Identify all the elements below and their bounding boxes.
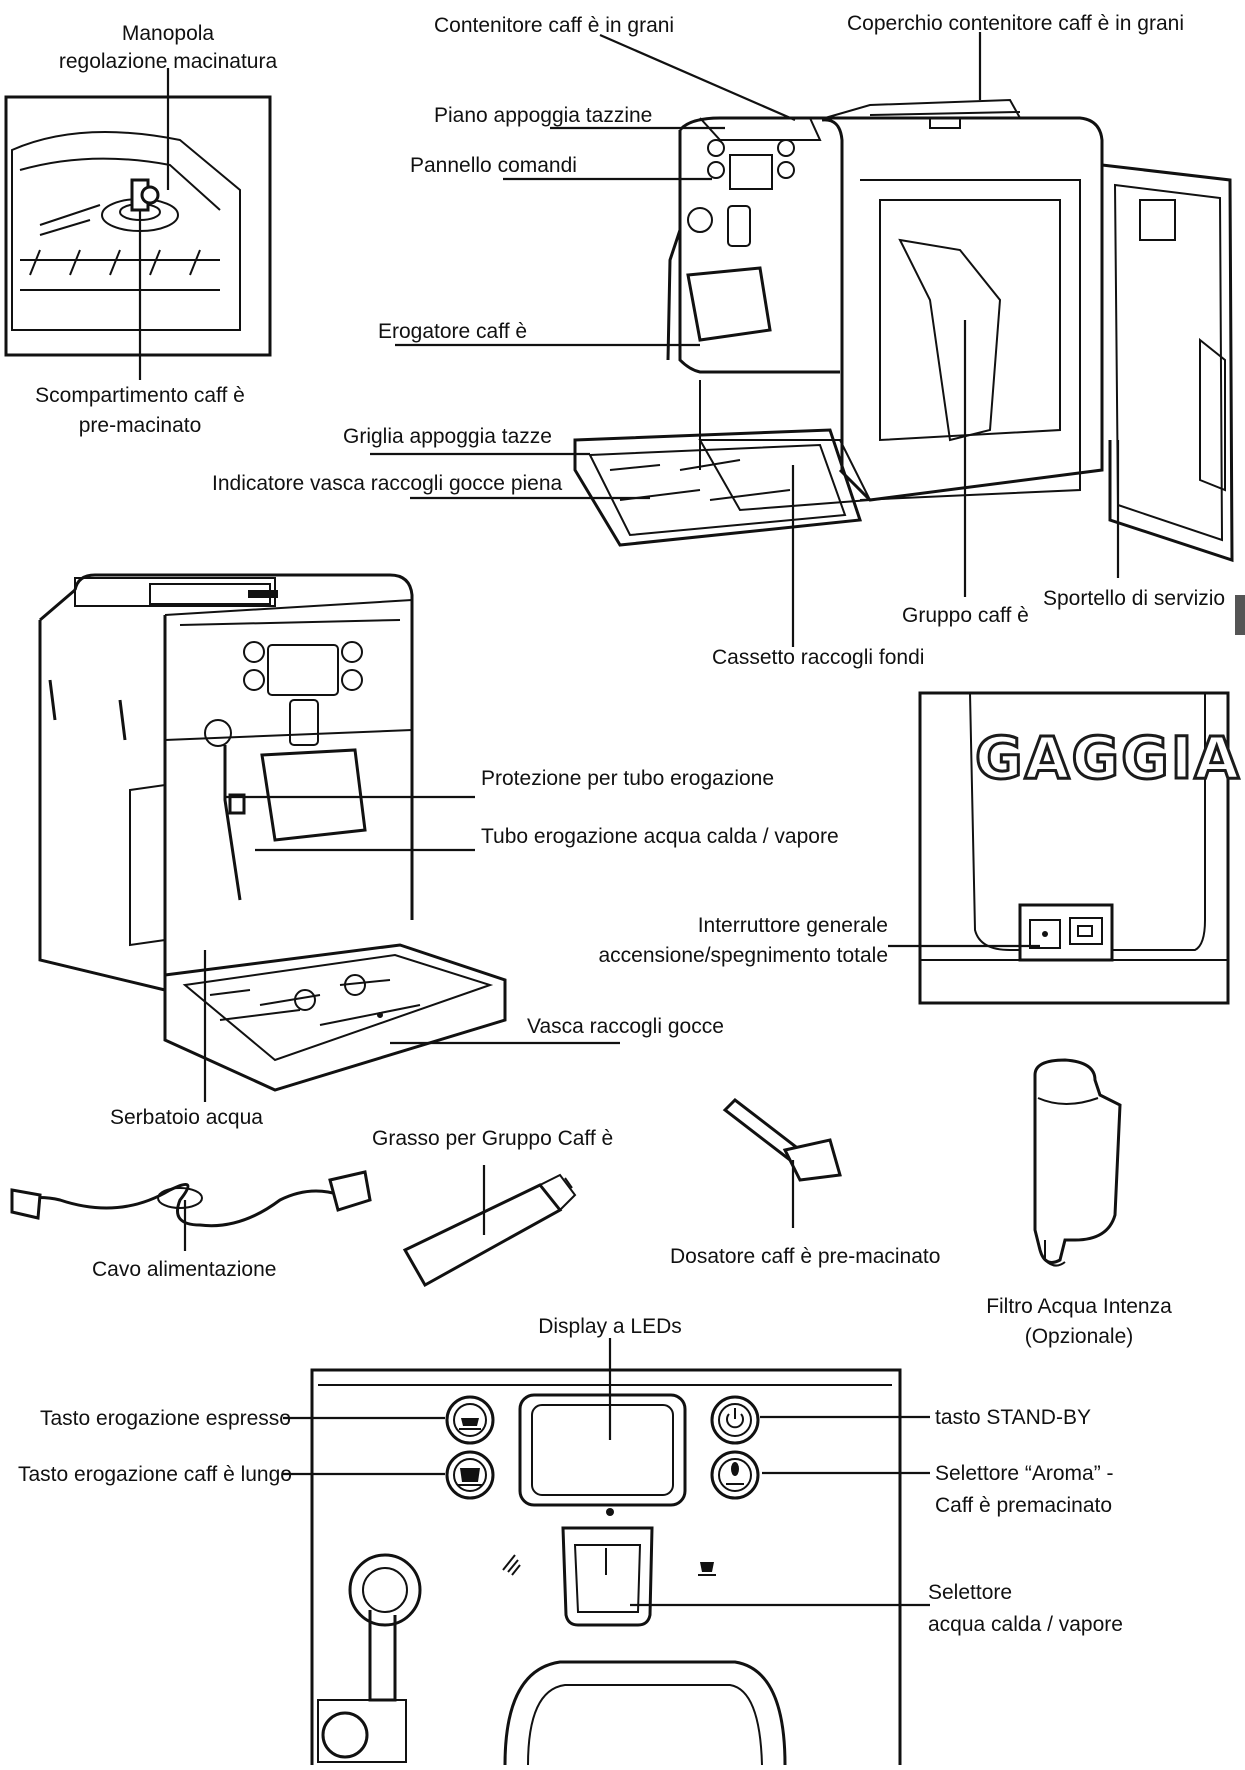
label-manopola-line1: Manopola — [122, 22, 215, 45]
hot-water-steam-selector[interactable] — [575, 1545, 640, 1612]
power-cable — [10, 1170, 372, 1228]
label-protezione: Protezione per tubo erogazione — [481, 767, 774, 790]
label-standby: tasto STAND-BY — [935, 1406, 1091, 1429]
espresso-button[interactable] — [445, 1395, 495, 1445]
label-lungo: Tasto erogazione caff è lungo — [18, 1463, 292, 1486]
page-tab-marker — [1235, 595, 1245, 635]
label-espresso: Tasto erogazione espresso — [40, 1407, 291, 1430]
label-pannello: Pannello comandi — [410, 154, 577, 177]
label-piano: Piano appoggia tazzine — [434, 104, 652, 127]
long-coffee-cup-icon — [458, 1468, 482, 1486]
label-erogatore: Erogatore caff è — [378, 320, 527, 343]
label-tubo: Tubo erogazione acqua calda / vapore — [481, 825, 839, 848]
aroma-bean-icon — [726, 1462, 744, 1485]
label-filtro-line1: Filtro Acqua Intenza — [986, 1295, 1172, 1318]
label-selettore-line2: acqua calda / vapore — [928, 1613, 1123, 1636]
label-selettore-line1: Selettore — [928, 1581, 1012, 1604]
label-vasca: Vasca raccogli gocce — [527, 1015, 724, 1038]
power-icon — [726, 1408, 744, 1429]
machine-front-view — [38, 573, 507, 1092]
label-contenitore: Contenitore caff è in grani — [434, 14, 674, 37]
label-scompartimento-line1: Scompartimento caff è — [35, 384, 245, 407]
grease-tube — [402, 1173, 577, 1288]
water-filter — [1033, 1058, 1122, 1267]
label-sportello: Sportello di servizio — [1043, 587, 1225, 610]
label-interruttore-line2: accensione/spegnimento totale — [598, 944, 888, 967]
label-grasso: Grasso per Gruppo Caff è — [372, 1127, 613, 1150]
label-dosatore: Dosatore caff è pre-macinato — [670, 1245, 940, 1268]
control-panel-detail — [310, 1368, 902, 1766]
brand-logo: GAGGIA — [975, 724, 1241, 792]
label-cassetto: Cassetto raccogli fondi — [712, 646, 924, 669]
espresso-cup-icon — [459, 1418, 481, 1430]
long-coffee-button[interactable] — [445, 1450, 495, 1500]
label-manopola-line2: regolazione macinatura — [59, 50, 278, 73]
label-scompartimento-line2: pre-macinato — [79, 414, 202, 437]
label-display: Display a LEDs — [538, 1315, 682, 1338]
standby-button[interactable] — [710, 1395, 760, 1445]
grinder-knob-icon — [140, 185, 160, 205]
label-aroma-line2: Caff è premacinato — [935, 1494, 1112, 1517]
grinder-inset — [4, 95, 272, 357]
aroma-button[interactable] — [710, 1450, 760, 1500]
steam-icon — [502, 1554, 521, 1576]
leader-lines — [138, 32, 1120, 1607]
label-interruttore-line1: Interruttore generale — [698, 914, 888, 937]
label-indicatore: Indicatore vasca raccogli gocce piena — [212, 472, 563, 495]
hot-water-icon — [698, 1562, 716, 1576]
label-cavo: Cavo alimentazione — [92, 1258, 276, 1281]
machine-open-view — [573, 98, 1234, 563]
rear-switch-inset: GAGGIA — [918, 691, 1241, 1005]
label-griglia: Griglia appoggia tazze — [343, 425, 552, 448]
label-serbatoio: Serbatoio acqua — [110, 1106, 263, 1129]
label-aroma-line1: Selettore “Aroma” - — [935, 1462, 1114, 1485]
label-gruppo: Gruppo caff è — [902, 604, 1029, 627]
label-filtro-line2: (Opzionale) — [1025, 1325, 1134, 1348]
label-coperchio: Coperchio contenitore caff è in grani — [847, 12, 1184, 35]
coffee-scoop — [722, 1098, 842, 1182]
